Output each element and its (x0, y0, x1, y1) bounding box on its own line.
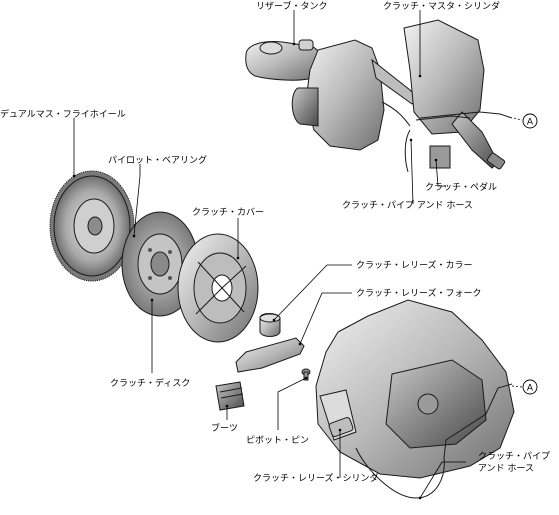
label-clutch-pipe-hose-bottom-line2: アンド ホース (478, 463, 534, 474)
label-pilot-bearing: パイロット・ベアリング (108, 154, 207, 166)
clutch-pipe-hose-lower-part (355, 383, 513, 499)
leader-dots (72, 42, 438, 500)
label-clutch-pedal: クラッチ・ペダル (425, 181, 497, 193)
reservoir-tank-part (245, 39, 321, 81)
pivot-pin-part (301, 368, 311, 381)
clutch-pipe-hose-upper-part (404, 115, 471, 173)
label-boot: ブーツ (211, 422, 238, 434)
label-clutch-cover: クラッチ・カバー (192, 207, 264, 218)
label-clutch-pipe-hose-top: クラッチ・パイプ アンド ホース (342, 200, 473, 211)
label-reservoir-tank: リザーブ・タンク (256, 0, 327, 12)
label-pivot-pin: ピボット・ピン (246, 435, 309, 446)
leader-lines (73, 10, 523, 499)
label-clutch-release-fork: クラッチ・レリーズ・フォーク (356, 287, 482, 299)
clutch-release-fork-part (235, 337, 305, 373)
clutch-release-cylinder-part (328, 417, 354, 437)
dual-mass-flywheel-part (49, 170, 135, 282)
clutch-pedal-part (403, 19, 513, 170)
label-clutch-release-cylinder: クラッチ・レリーズ・シリンダ (253, 472, 379, 484)
transmission-part (315, 299, 515, 479)
label-clutch-master-cylinder: クラッチ・マスタ・シリンダ (383, 0, 500, 12)
connector-marker-top-label: A (527, 118, 534, 128)
clutch-master-cylinder-part (291, 39, 419, 151)
clutch-cover-part (177, 233, 259, 343)
label-clutch-release-collar: クラッチ・レリーズ・カラー (356, 259, 473, 271)
boot-part (215, 381, 245, 411)
connector-marker-bottom: A (522, 379, 538, 395)
connector-marker-bottom-label: A (527, 384, 534, 394)
label-clutch-pipe-hose-bottom-line1: クラッチ・パイプ (478, 451, 550, 462)
label-dual-mass-flywheel: デュアルマス・フライホイール (0, 108, 126, 120)
label-clutch-disc: クラッチ・ディスク (110, 377, 190, 389)
connector-marker-top: A (522, 113, 538, 129)
